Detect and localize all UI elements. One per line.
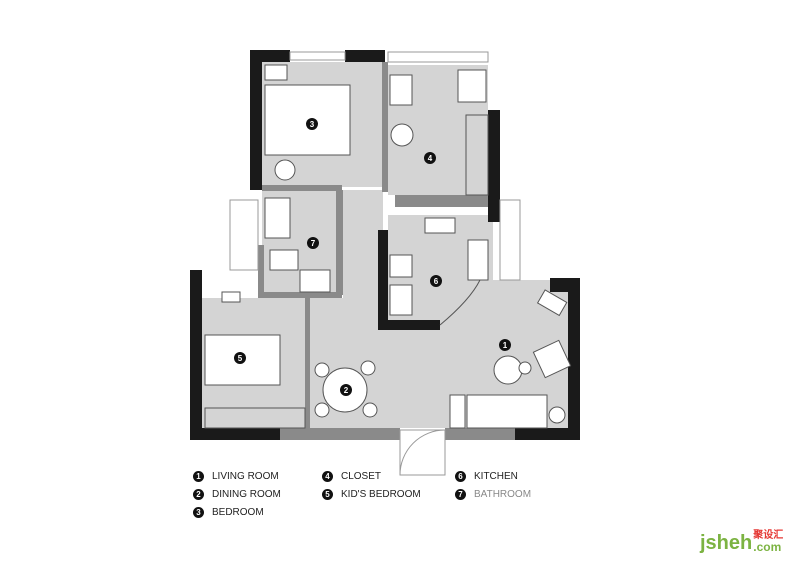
legend-label: KITCHEN (474, 471, 518, 482)
legend-number: 6 (455, 471, 466, 482)
partitions (258, 62, 515, 440)
marker-6: 6 (434, 277, 439, 286)
logo-chinese: 聚设汇 (753, 530, 784, 541)
legend-label: KID'S BEDROOM (341, 489, 421, 500)
legend-number: 7 (455, 489, 466, 500)
legend-label: BATHROOM (474, 489, 532, 500)
marker-3: 3 (310, 120, 315, 129)
windows (229, 51, 521, 476)
legend-number: 5 (322, 489, 333, 500)
legend-item: 1 LIVING ROOM (193, 471, 279, 482)
legend-item: 5 KID'S BEDROOM (322, 489, 421, 500)
marker-1: 1 (503, 341, 508, 350)
sofa (466, 394, 548, 429)
walls (190, 50, 580, 440)
legend-item: 2 DINING ROOM (193, 489, 281, 500)
legend-label: LIVING ROOM (212, 471, 279, 482)
logo-side: 聚设汇 .com (753, 530, 783, 554)
legend-label: BEDROOM (212, 507, 264, 518)
marker-7: 7 (311, 239, 316, 248)
legend-label: CLOSET (341, 471, 382, 482)
legend-number: 3 (193, 507, 204, 518)
legend-item: 6 KITCHEN (455, 471, 518, 482)
site-logo: jsheh 聚设汇 .com (700, 530, 783, 554)
logo-text: jsheh (700, 532, 753, 554)
legend-item: 3 BEDROOM (193, 507, 264, 518)
legend-number: 2 (193, 489, 204, 500)
room-markers: 1 2 3 4 5 6 7 (234, 118, 511, 396)
marker-2: 2 (344, 386, 349, 395)
legend-number: 1 (193, 471, 204, 482)
legend-number: 4 (322, 471, 333, 482)
legend-item: 7 BATHROOM (455, 489, 531, 500)
furniture (204, 64, 572, 429)
bed (264, 84, 351, 156)
logo-suffix: .com (753, 540, 782, 554)
legend-label: DINING ROOM (212, 489, 281, 500)
legend-item: 4 CLOSET (322, 471, 381, 482)
marker-5: 5 (238, 354, 243, 363)
marker-4: 4 (428, 154, 433, 163)
